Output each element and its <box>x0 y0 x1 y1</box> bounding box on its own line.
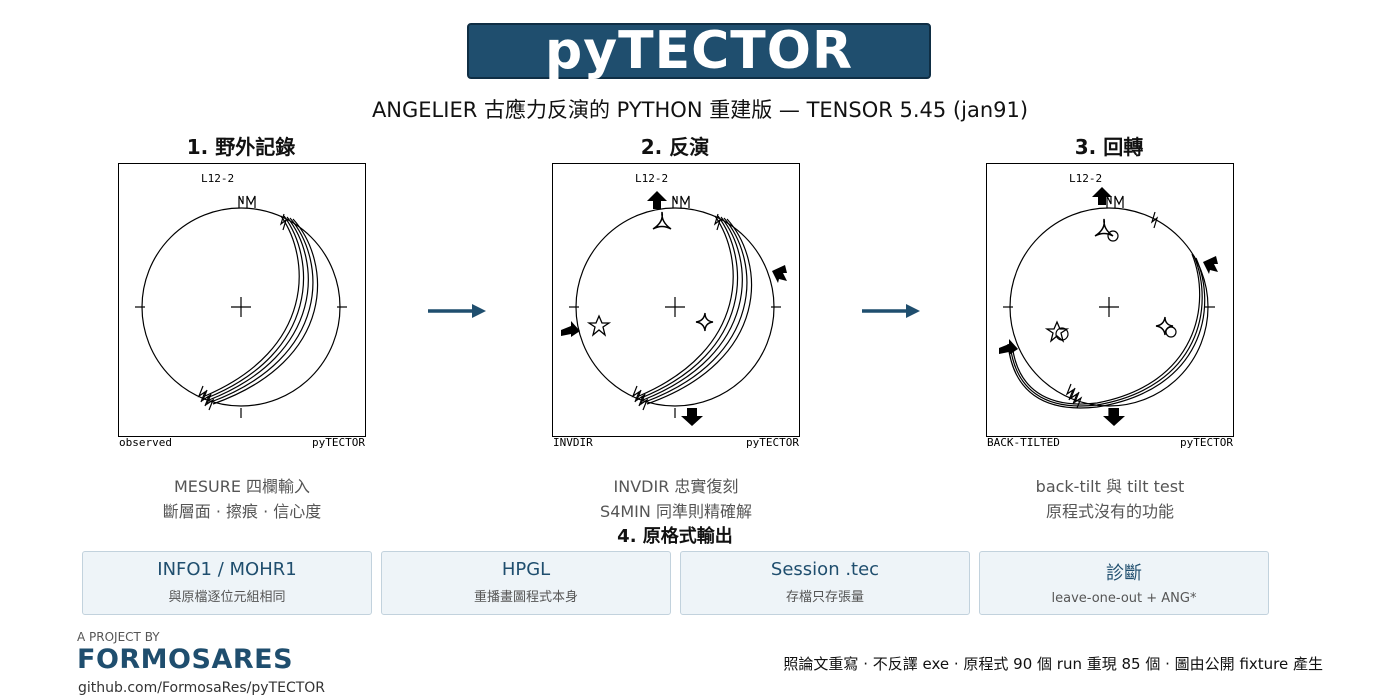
subtitle: ANGELIER 古應力反演的 PYTHON 重建版 — TENSOR 5.45… <box>371 98 1029 122</box>
output-section-title: 4. 原格式輸出 <box>617 526 733 547</box>
title-banner: pyTECTOR <box>467 23 931 79</box>
card-title: INFO1 / MOHR1 <box>157 559 297 580</box>
card-subtitle: 重播畫圖程式本身 <box>473 590 578 605</box>
output-card-session: Session .tec 存檔只存張量 <box>680 551 970 615</box>
brand-logo: FORMOSARES <box>77 644 294 675</box>
brand-label: pyTECTOR <box>312 436 365 449</box>
site-label: L12-2 <box>201 172 235 185</box>
repo-link[interactable]: github.com/FormosaRes/pyTECTOR <box>78 680 326 696</box>
site-label: L12-2 <box>635 172 669 185</box>
mode-label: BACK-TILTED <box>987 436 1060 449</box>
stereonet-panel-invdir: L12-2 INVDIR pyTECTOR <box>552 163 800 449</box>
card-subtitle: leave-one-out + ANG* <box>1051 591 1197 606</box>
card-title: HPGL <box>501 559 551 580</box>
stereonet-panel-backtilted: L12-2 BACK-TILTED pyTECTOR <box>986 163 1234 449</box>
mode-label: observed <box>119 436 172 449</box>
output-card-info1: INFO1 / MOHR1 與原檔逐位元組相同 <box>82 551 372 615</box>
card-title: Session .tec <box>770 559 880 580</box>
step-1-title: 1. 野外記錄 <box>186 135 296 159</box>
brand-label: pyTECTOR <box>746 436 799 449</box>
project-by-label: A PROJECT BY <box>77 630 160 644</box>
stereonet-back-tilted <box>999 187 1218 426</box>
footer-note: 照論文重寫 · 不反譯 exe · 原程式 90 個 run 重現 85 個 ·… <box>783 655 1323 673</box>
step-3-caption: back-tilt 與 tilt test 原程式沒有的功能 <box>960 474 1260 524</box>
output-card-hpgl: HPGL 重播畫圖程式本身 <box>381 551 671 615</box>
brand-label: pyTECTOR <box>1180 436 1233 449</box>
flow-arrow-icon <box>862 304 920 318</box>
card-title: 診斷 <box>1106 563 1142 584</box>
step-2-title: 2. 反演 <box>640 135 710 159</box>
stereonet-panel-observed: L12-2 observed pyTECTOR <box>118 163 366 449</box>
caption-line: MESURE 四欄輸入 <box>173 477 311 496</box>
caption-line: 原程式沒有的功能 <box>1045 502 1174 521</box>
step-1-caption: MESURE 四欄輸入 斷層面 · 擦痕 · 信心度 <box>92 474 392 524</box>
caption-line: back-tilt 與 tilt test <box>1035 477 1185 496</box>
step-3-title: 3. 回轉 <box>1074 135 1144 159</box>
output-card-diagnostics: 診斷 leave-one-out + ANG* <box>979 551 1269 615</box>
step-2-caption: INVDIR 忠實復刻 S4MIN 同準則精確解 <box>526 474 826 524</box>
card-subtitle: 與原檔逐位元組相同 <box>168 590 286 605</box>
stereonet-inverted <box>561 191 787 426</box>
site-label: L12-2 <box>1069 172 1103 185</box>
stereonet-observed <box>135 195 347 418</box>
card-subtitle: 存檔只存張量 <box>785 590 864 605</box>
app-title: pyTECTOR <box>545 21 853 81</box>
mode-label: INVDIR <box>553 436 593 449</box>
flow-arrow-icon <box>428 304 486 318</box>
caption-line: 斷層面 · 擦痕 · 信心度 <box>162 502 322 521</box>
caption-line: S4MIN 同準則精確解 <box>600 502 752 521</box>
caption-line: INVDIR 忠實復刻 <box>613 477 739 496</box>
